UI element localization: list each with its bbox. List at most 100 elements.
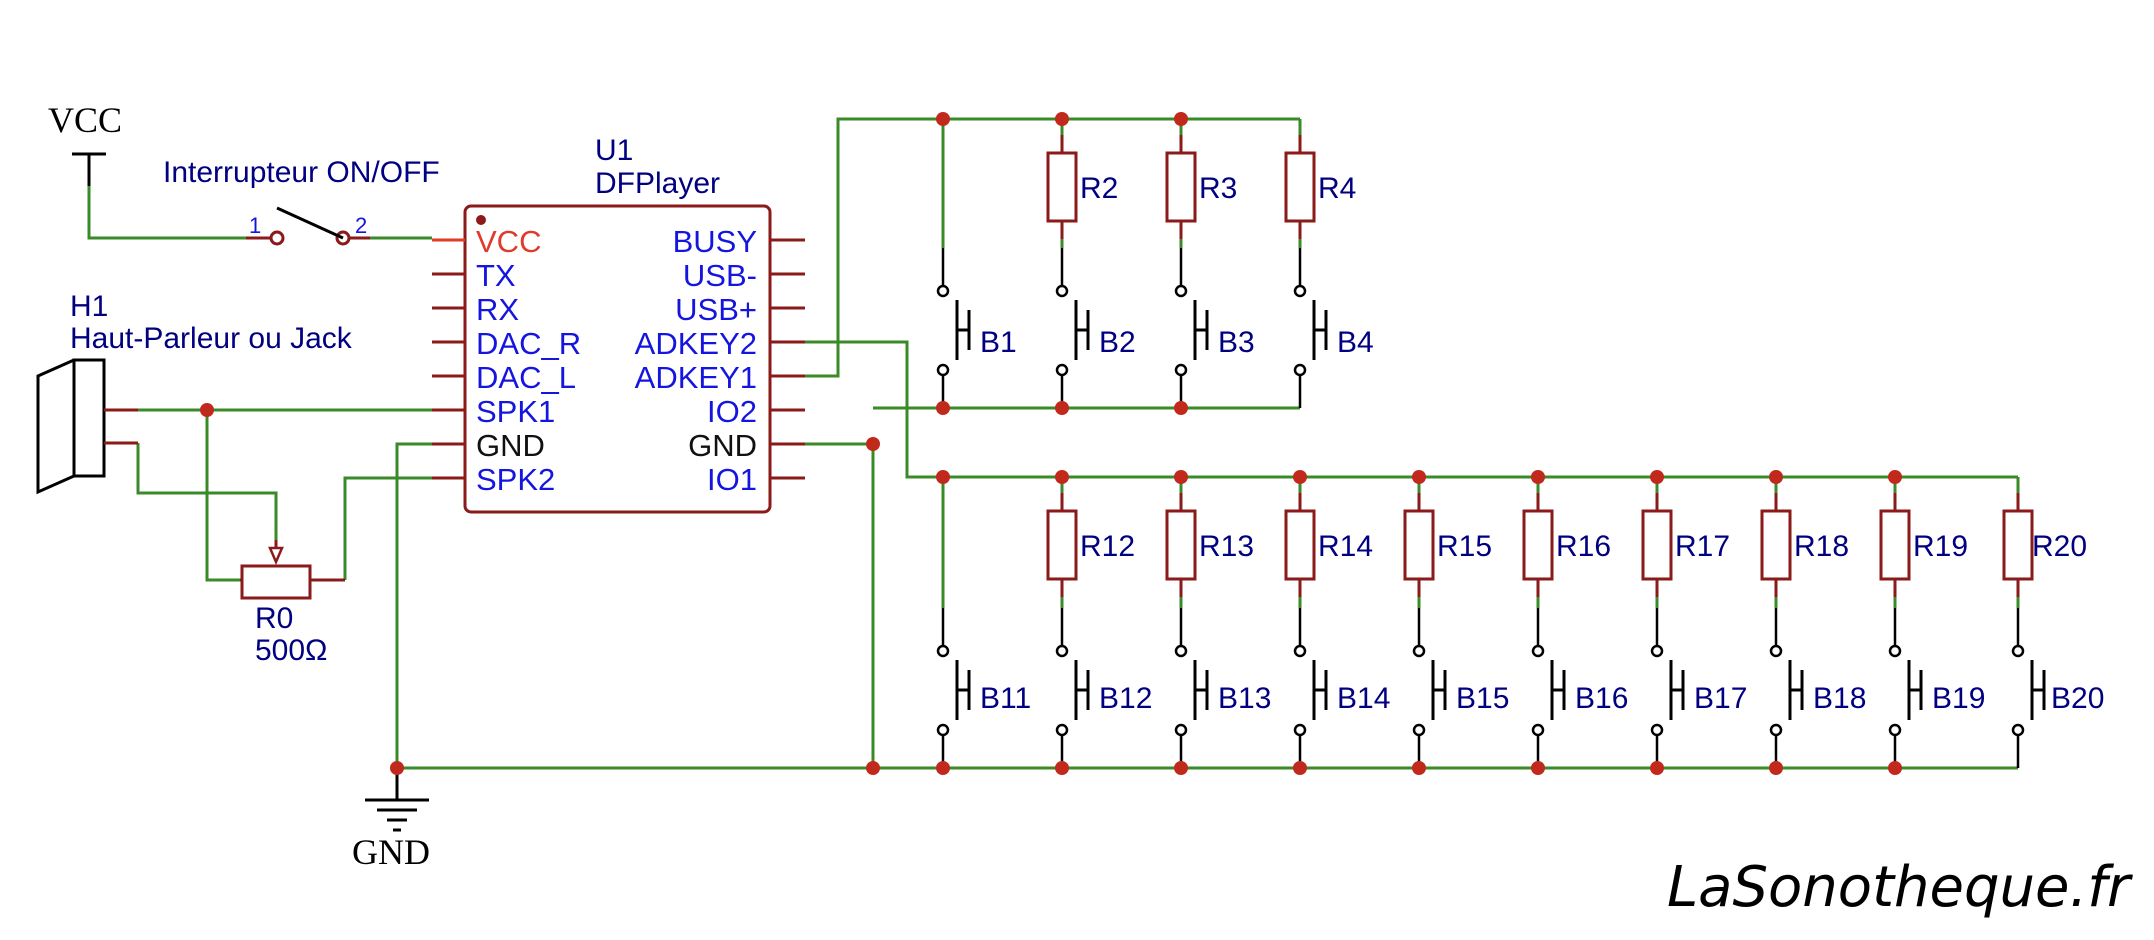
push-button-group2-contact-top: [1055, 644, 1069, 658]
junction-dot: [1650, 470, 1664, 484]
junction-dot: [1531, 761, 1545, 775]
junction-dot: [1888, 470, 1902, 484]
button-label-b4: B4: [1337, 326, 1374, 359]
junction-dot: [936, 112, 950, 126]
resistor-group2: [1641, 509, 1673, 581]
button-label-b16: B16: [1575, 682, 1628, 715]
push-button-group1-contact-top: [1293, 284, 1307, 298]
push-button-group2-contact-bottom: [936, 723, 950, 737]
resistor-label-r13: R13: [1199, 530, 1254, 563]
resistor-group2: [1165, 509, 1197, 581]
push-button-group2-contact-bottom: [2011, 723, 2025, 737]
resistor-label-r15: R15: [1437, 530, 1492, 563]
junction-dot: [1293, 761, 1307, 775]
wire-spk1-to-pot: [205, 410, 240, 582]
button-label-b18: B18: [1813, 682, 1866, 715]
button-label-b15: B15: [1456, 682, 1509, 715]
module-pin-rx: RX: [476, 292, 519, 327]
resistor-group2: [1284, 509, 1316, 581]
resistor-label-r18: R18: [1794, 530, 1849, 563]
push-button-group1-contact-bottom: [1293, 363, 1307, 377]
junction-dot: [1174, 761, 1188, 775]
dfplayer-module-box: [463, 204, 772, 514]
push-button-group2: [1650, 608, 1685, 768]
module-pin-busy: BUSY: [673, 224, 757, 259]
button-label-b2: B2: [1099, 326, 1136, 359]
push-button-group2-contact-bottom: [1293, 723, 1307, 737]
push-button-group1-contact-bottom: [1174, 363, 1188, 377]
module-pin-tx: TX: [476, 258, 516, 293]
junction-dot: [936, 401, 950, 415]
push-button-group2: [1055, 608, 1090, 768]
push-button-group2-contact-top: [1412, 644, 1426, 658]
module-pin-spk2: SPK2: [476, 462, 555, 497]
junction-dot: [1055, 470, 1069, 484]
push-button-group2-contact-top: [1531, 644, 1545, 658]
push-button-group2: [1531, 608, 1566, 768]
push-button-group2: [1293, 608, 1328, 768]
junction-dot: [1055, 761, 1069, 775]
junction-dot: [1174, 401, 1188, 415]
junction-dot: [936, 470, 950, 484]
pot-value-label: 500Ω: [255, 634, 327, 667]
push-button-group1: [936, 248, 971, 408]
button-label-b14: B14: [1337, 682, 1390, 715]
junction-dot: [1055, 401, 1069, 415]
push-button-group2-contact-bottom: [1769, 723, 1783, 737]
junction-dot: [1412, 761, 1426, 775]
components: [36, 135, 2046, 832]
junction-dot: [1055, 112, 1069, 126]
module-pin-dac-l: DAC_L: [476, 360, 576, 395]
push-button-group2-contact-top: [1293, 644, 1307, 658]
junction-dot: [1650, 761, 1664, 775]
push-button-group2-contact-bottom: [1412, 723, 1426, 737]
resistor-label-r19: R19: [1913, 530, 1968, 563]
button-label-b17: B17: [1694, 682, 1747, 715]
push-button-group2-contact-bottom: [1531, 723, 1545, 737]
module-pin-adkey2: ADKEY2: [635, 326, 757, 361]
module-pin-gnd-left: GND: [476, 428, 545, 463]
switch-contact-1: [269, 230, 285, 246]
resistor-label-r17: R17: [1675, 530, 1730, 563]
resistor-group2: [2002, 509, 2034, 581]
wire-vcc-to-switch: [87, 186, 275, 240]
push-button-group2-contact-bottom: [1650, 723, 1664, 737]
module-pin-usb-plus: USB+: [675, 292, 757, 327]
resistor-label-r16: R16: [1556, 530, 1611, 563]
gnd-power-label: GND: [352, 832, 430, 872]
junction-dot: [866, 437, 880, 451]
push-button-group2-contact-bottom: [1888, 723, 1902, 737]
switch-pin1-label: 1: [249, 213, 261, 238]
push-button-group2: [1412, 608, 1447, 768]
junction-dot: [1769, 470, 1783, 484]
junction-dot: [1531, 470, 1545, 484]
push-button-group1-contact-top: [936, 284, 950, 298]
junction-dot: [1174, 112, 1188, 126]
junction-dot: [200, 403, 214, 417]
resistor-group2: [1879, 509, 1911, 581]
push-button-group2-contact-top: [1174, 644, 1188, 658]
junction-dot: [1412, 470, 1426, 484]
speaker-cone: [36, 358, 75, 495]
push-button-group2-contact-bottom: [1055, 723, 1069, 737]
push-button-group2: [936, 608, 971, 768]
pot-ref-label: R0: [255, 602, 293, 635]
speaker-ref-label: H1: [70, 290, 108, 323]
resistor-group2: [1403, 509, 1435, 581]
resistor-label-r4: R4: [1318, 172, 1356, 205]
module-pin-vcc: VCC: [476, 224, 541, 259]
push-button-group2-contact-bottom: [1174, 723, 1188, 737]
module-pin-usb-minus: USB-: [683, 258, 757, 293]
push-button-group2-contact-top: [1888, 644, 1902, 658]
speaker-name-label: Haut-Parleur ou Jack: [70, 322, 353, 355]
resistor-label-r14: R14: [1318, 530, 1373, 563]
push-button-group1: [1055, 248, 1090, 408]
push-button-group1: [1174, 248, 1209, 408]
resistor-label-r20: R20: [2032, 530, 2087, 563]
module-pin-spk1: SPK1: [476, 394, 555, 429]
button-label-b19: B19: [1932, 682, 1985, 715]
button-label-b1: B1: [980, 326, 1017, 359]
brand-watermark: LaSonotheque.fr: [1667, 855, 2133, 920]
switch-label: Interrupteur ON/OFF: [163, 156, 440, 189]
switch-lever: [276, 206, 344, 240]
